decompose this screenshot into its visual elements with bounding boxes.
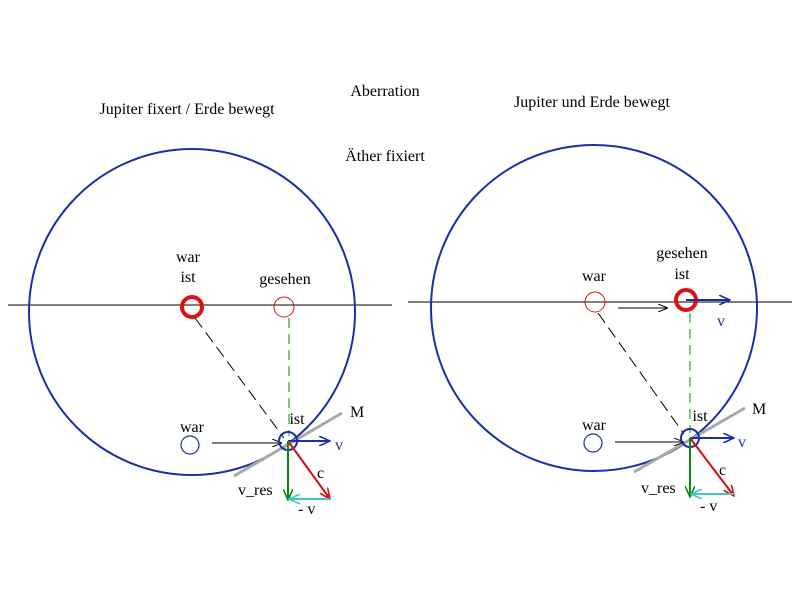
left-panel-heading: Jupiter fixert / Erde bewegt (99, 101, 275, 118)
right-label-ist-top: ist (674, 266, 690, 283)
right-light-vector (689, 437, 734, 496)
right-earth-previous (583, 433, 603, 453)
right-panel: war gesehen ist v war ist M v c v_res - … (408, 144, 792, 515)
right-label-war-bottom: war (582, 417, 607, 434)
right-label-c: c (719, 462, 726, 479)
right-orbit (430, 144, 758, 472)
left-jupiter-seen (273, 296, 295, 318)
right-dashed-sightline-previous (597, 312, 685, 435)
right-label-m: M (752, 401, 766, 418)
right-label-ist-bottom: ist (692, 408, 708, 425)
left-panel: war ist gesehen war ist M v c v_res - v (8, 148, 392, 518)
left-label-war-bottom: war (180, 419, 205, 436)
diagram-subtitle: Äther fixiert (345, 147, 425, 165)
right-panel-heading: Jupiter und Erde bewegt (514, 94, 671, 111)
left-label-m: M (350, 404, 364, 421)
right-label-v-res: v_res (641, 480, 676, 497)
left-label-v-res: v_res (238, 482, 273, 499)
left-jupiter-actual (180, 295, 204, 319)
left-label-ist-top: ist (180, 269, 196, 286)
left-earth-previous (180, 435, 200, 455)
left-label-c: c (317, 465, 324, 482)
right-jupiter-previous (584, 291, 606, 313)
right-label-v: v (738, 434, 746, 451)
diagram-title: Aberration (350, 83, 419, 100)
left-label-v: v (335, 437, 343, 454)
left-label-war-top: war (176, 249, 201, 266)
right-label-v-top: v (717, 313, 725, 330)
left-orbit (28, 148, 356, 476)
right-label-war-top: war (582, 268, 607, 285)
left-label-minus-v: - v (298, 501, 315, 518)
right-label-gesehen: gesehen (656, 245, 708, 262)
right-label-minus-v: - v (700, 498, 717, 515)
left-dashed-sightline-actual (194, 317, 285, 439)
left-light-vector (287, 440, 330, 499)
left-label-ist-bottom: ist (289, 411, 305, 428)
left-label-gesehen: gesehen (259, 271, 311, 288)
